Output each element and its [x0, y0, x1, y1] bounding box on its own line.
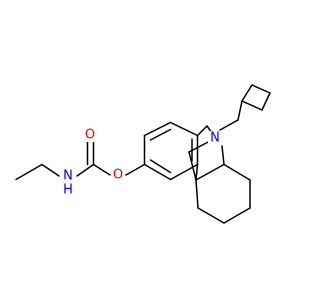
bond [223, 207, 251, 224]
bond [196, 125, 208, 137]
bond [143, 121, 172, 137]
bond [41, 163, 60, 177]
bond [92, 163, 111, 176]
molecule-structure: N O O N H [15, 84, 271, 224]
bond [15, 163, 43, 181]
bond [261, 92, 271, 111]
bond [169, 121, 199, 137]
bond [219, 119, 239, 131]
atom-label-h-carbamate: H [63, 183, 73, 198]
bond [76, 163, 95, 177]
bond [143, 163, 172, 181]
atom-labels: N O O N H [61, 128, 222, 198]
atom-label-n-ring: N [210, 131, 220, 146]
bond [251, 84, 271, 94]
bond-group [15, 84, 271, 224]
bond [241, 100, 263, 111]
bond [223, 163, 251, 181]
bond [125, 163, 146, 176]
bond [221, 145, 225, 166]
bond-double-inner [149, 128, 172, 141]
atom-label-o-carbonyl: O [85, 128, 95, 143]
atom-label-n-carbamate: N [63, 169, 73, 184]
bond [195, 163, 225, 181]
bond [241, 84, 253, 102]
bond [195, 179, 199, 209]
bond [195, 163, 199, 181]
bond [237, 100, 243, 121]
bond [188, 151, 197, 181]
bond-double-inner [149, 159, 172, 174]
atom-label-o-ester: O [113, 168, 123, 183]
bond [197, 207, 225, 224]
molecule-canvas: N O O N H [15, 84, 271, 224]
